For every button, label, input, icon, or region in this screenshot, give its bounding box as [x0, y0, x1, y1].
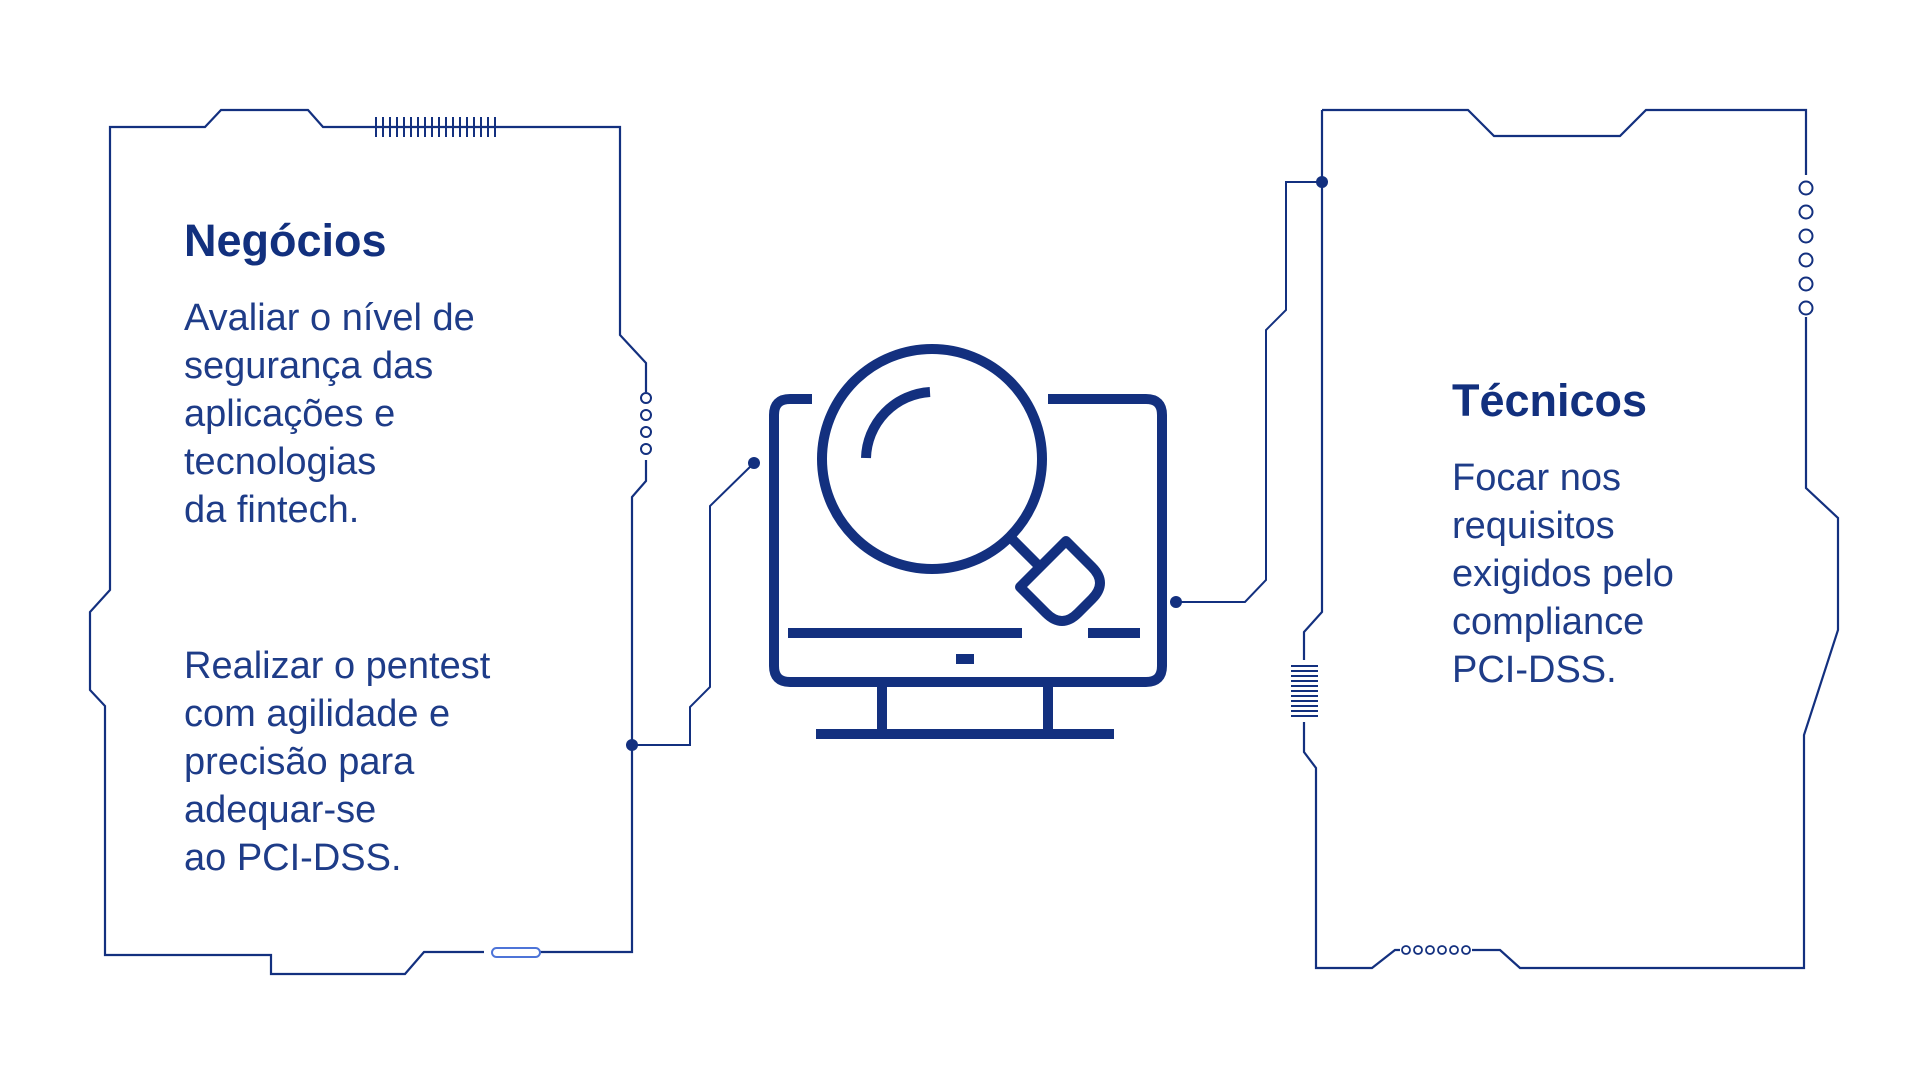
- text-line: requisitos: [1452, 505, 1615, 547]
- text-line: compliance: [1452, 601, 1645, 643]
- left-card-bottom-pill: [491, 947, 541, 958]
- text-line: tecnologias: [184, 441, 377, 483]
- magnifier-glint: [861, 387, 931, 459]
- right-card: Técnicos Focar nos requisitos exigidos p…: [1452, 374, 1792, 694]
- text-line: Realizar o pentest: [184, 645, 491, 687]
- text-line: Avaliar o nível de: [184, 297, 475, 339]
- text-line: da fintech.: [184, 489, 360, 531]
- monitor-magnifier-icon: [769, 344, 1167, 739]
- left-card-paragraph-1: Avaliar o nível de segurança das aplicaç…: [184, 294, 614, 534]
- right-card-connector-dots: [1798, 180, 1814, 316]
- connector-dot-left-card: [626, 739, 638, 751]
- text-line: precisão para: [184, 741, 415, 783]
- connector-monitor-to-right: [1176, 181, 1322, 603]
- right-card-title: Técnicos: [1452, 375, 1648, 426]
- right-card-frame: [1302, 108, 1840, 970]
- right-card-comb: [1291, 665, 1318, 717]
- left-card-title: Negócios: [184, 215, 387, 266]
- text-line: aplicações e: [184, 393, 396, 435]
- left-card-connector-dots: [640, 392, 652, 455]
- text-line: exigidos pelo: [1452, 553, 1674, 595]
- magnifier-grip: [1015, 536, 1105, 626]
- text-line: com agilidade e: [184, 693, 451, 735]
- magnifier-handle: [1006, 533, 1042, 569]
- text-line: adequar-se: [184, 789, 377, 831]
- text-line: ao PCI-DSS.: [184, 837, 402, 879]
- left-card: Negócios Avaliar o nível de segurança da…: [184, 214, 614, 882]
- right-card-bottom-dots: [1401, 945, 1471, 955]
- monitor-screen-frame: [769, 394, 1167, 687]
- connector-left-to-monitor: [632, 462, 755, 746]
- left-card-barcode: [375, 117, 496, 137]
- connector-dot-monitor-left: [748, 457, 760, 469]
- magnifier-lens: [817, 344, 1047, 574]
- connector-dot-monitor-right: [1170, 596, 1182, 608]
- text-line: Focar nos: [1452, 457, 1621, 499]
- text-line: PCI-DSS.: [1452, 649, 1617, 691]
- text-line: segurança das: [184, 345, 434, 387]
- left-card-frame: [88, 108, 648, 976]
- right-card-paragraph-1: Focar nos requisitos exigidos pelo compl…: [1452, 454, 1792, 694]
- left-card-paragraph-2: Realizar o pentest com agilidade e preci…: [184, 642, 614, 882]
